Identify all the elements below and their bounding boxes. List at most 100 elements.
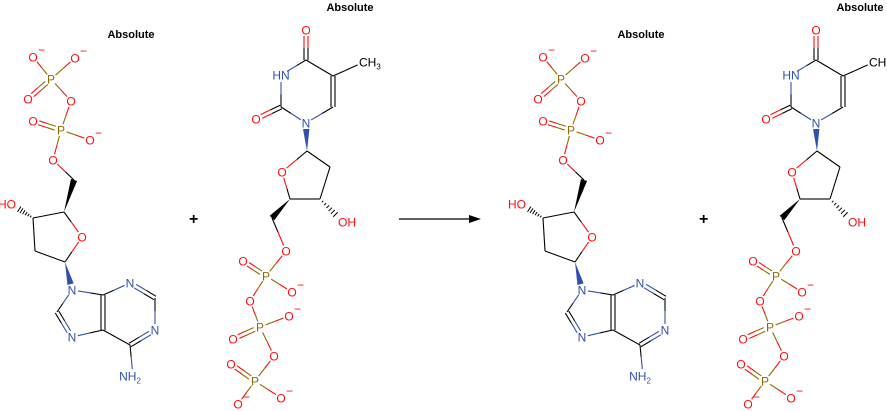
- atom-O2: O: [761, 113, 770, 127]
- atom-N6: NH2: [119, 370, 141, 386]
- svg-text:O: O: [77, 231, 86, 245]
- svg-text:OH: OH: [338, 216, 356, 230]
- atom-Ob: O: [66, 95, 75, 109]
- bond-P1-O1a: [36, 61, 48, 75]
- bond-C2-O2: [260, 104, 283, 119]
- bond-C4p-C5p: [779, 199, 800, 221]
- atom-Pa_O2: O−: [797, 278, 814, 300]
- bond-P1-O1c: [30, 81, 49, 97]
- bond-P2-O5: [54, 135, 60, 155]
- svg-text:O: O: [538, 115, 547, 129]
- svg-text:O: O: [738, 333, 747, 347]
- svg-text:HN: HN: [272, 69, 289, 83]
- atom-O4p: O: [787, 166, 796, 180]
- bond-C5p-O5p: [781, 217, 795, 246]
- bond-C1p-O4p: [796, 150, 818, 169]
- atom-O3p: HO: [508, 198, 526, 212]
- atom-Pg: P: [251, 375, 259, 389]
- bond-C5-C6: [330, 76, 336, 107]
- charge-minus: −: [796, 384, 803, 398]
- svg-text:O: O: [48, 154, 57, 168]
- charge-minus: −: [294, 302, 301, 316]
- svg-text:P: P: [772, 270, 780, 284]
- svg-text:O: O: [85, 134, 94, 148]
- bond-O4p-C4p: [793, 177, 801, 200]
- bond-C3p-O3p: [831, 200, 849, 218]
- svg-text:O: O: [277, 166, 286, 180]
- bond-C3p-O3p: [321, 200, 339, 218]
- bond-C1p-N9: [575, 262, 584, 285]
- bond-O5-C5p: [566, 163, 585, 181]
- svg-text:N: N: [302, 117, 311, 131]
- bond-C1p-O4p: [286, 150, 308, 169]
- bond-C6-C5: [102, 329, 131, 346]
- bond-C5p-O5p: [271, 217, 285, 246]
- charge-minus: −: [605, 126, 612, 140]
- bond-C8-N7: [564, 310, 582, 334]
- bond-N1-C2: [280, 106, 302, 121]
- bond-C4p-C5p: [574, 179, 588, 212]
- bond-C2-O2: [770, 104, 793, 119]
- svg-text:P: P: [251, 375, 259, 389]
- atom-O3p: HO: [0, 198, 16, 212]
- svg-text:O: O: [736, 358, 745, 372]
- bond-C6-N6: [129, 344, 133, 370]
- svg-text:O: O: [576, 95, 585, 109]
- bond-C5-C6: [840, 76, 846, 107]
- bond-P1-Ob: [54, 83, 68, 97]
- atom-O1c: O: [23, 93, 32, 107]
- atom-N1: N: [302, 117, 311, 131]
- atom-Obg: O: [269, 350, 278, 364]
- svg-text:O: O: [276, 392, 285, 406]
- bond-N3-C4: [286, 59, 307, 72]
- svg-text:CH3: CH3: [869, 56, 887, 72]
- atom-Pa: P: [772, 270, 780, 284]
- bond-O5p-Pa: [779, 255, 793, 272]
- bond-C4p-C5p: [269, 199, 290, 221]
- svg-text:P: P: [567, 124, 575, 138]
- bond-P1-O1b: [565, 61, 581, 76]
- bond-N1-C6: [128, 330, 152, 348]
- svg-text:O: O: [28, 51, 37, 65]
- bond-Pb-Obg: [262, 332, 272, 351]
- bond-C2p-C1p: [306, 150, 331, 168]
- svg-text:N: N: [68, 284, 77, 298]
- bond-C2p-C3p: [542, 217, 546, 252]
- atom-O2a: O: [28, 115, 37, 129]
- svg-text:O: O: [287, 286, 296, 300]
- svg-text:P: P: [557, 73, 565, 87]
- svg-text:O: O: [787, 166, 796, 180]
- bond-Ob-P2: [62, 106, 70, 125]
- bond-Obg-Pg: [258, 360, 271, 377]
- svg-text:N: N: [68, 331, 77, 345]
- svg-text:O: O: [226, 358, 235, 372]
- bond-O4p-C1p: [574, 241, 590, 263]
- charge-minus: −: [590, 44, 597, 58]
- bond-C4p-C5p: [64, 179, 78, 212]
- bond-C4-O4: [303, 36, 309, 60]
- bond-C4-N3: [102, 284, 125, 296]
- atom-N9: N: [68, 284, 77, 298]
- svg-text:O: O: [538, 51, 547, 65]
- bond-Pg-Pg_O2: [769, 383, 787, 396]
- svg-text:O: O: [587, 231, 596, 245]
- stereo-label: Absolute: [836, 2, 883, 14]
- bond-C5-Me: [332, 64, 358, 77]
- svg-text:O: O: [755, 295, 764, 309]
- bond-Pb-Pb_O1: [265, 317, 284, 326]
- svg-text:O: O: [284, 310, 293, 324]
- svg-text:O: O: [233, 398, 242, 411]
- svg-text:O: O: [580, 52, 589, 66]
- bond-C4-O4: [813, 36, 819, 60]
- svg-text:P: P: [47, 73, 55, 87]
- atom-O4p: O: [77, 231, 86, 245]
- bond-O4p-C1p: [64, 241, 80, 263]
- bond-N9-C8: [566, 294, 580, 313]
- bond-O5p-Pa: [269, 255, 283, 272]
- svg-text:N: N: [661, 324, 670, 338]
- atom-O4p: O: [587, 231, 596, 245]
- atom-O3p: OH: [338, 216, 356, 230]
- atom-N1: N: [812, 117, 821, 131]
- atom-O5: O: [48, 154, 57, 168]
